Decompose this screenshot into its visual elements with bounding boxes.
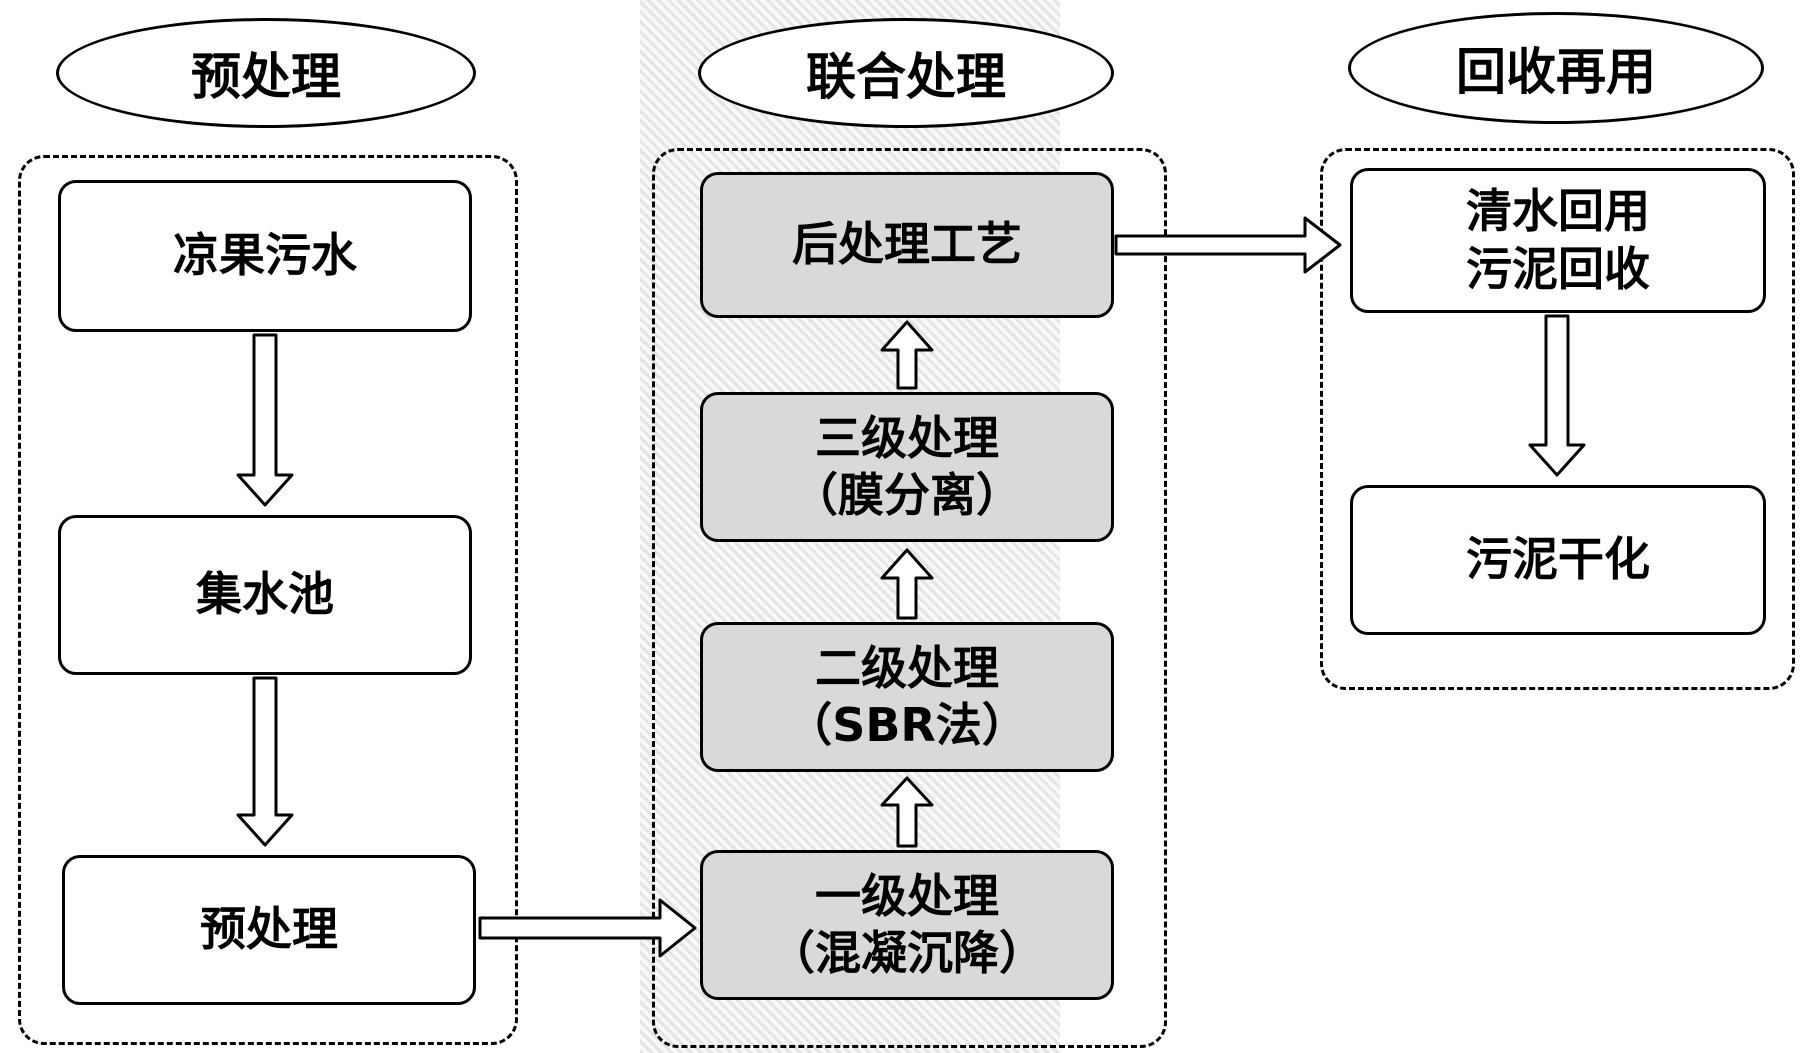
arrow-up-primary-to-secondary [880,776,934,848]
arrow-down-wastewater-to-tank [236,333,294,507]
box-sludge-drying-label: 污泥干化 [1466,532,1650,587]
header-pretreatment-label: 预处理 [191,48,341,106]
arrow-right-advanced-to-reuse [1114,216,1342,274]
box-primary-treatment: 一级处理 （混凝沉降） [700,850,1114,1000]
box-wastewater-label: 凉果污水 [173,228,357,283]
box-collection-tank-label: 集水池 [196,567,334,622]
box-reuse-line2: 污泥回收 [1466,241,1650,296]
arrow-down-reuse-to-drying [1528,314,1586,477]
box-advanced-treatment: 后处理工艺 [700,172,1114,318]
header-reuse: 回收再用 [1348,12,1764,124]
box-wastewater: 凉果污水 [58,180,472,332]
box-secondary-line1: 二级处理 [815,640,999,695]
header-joint-treatment-label: 联合处理 [806,48,1006,106]
box-reuse: 清水回用 污泥回收 [1350,168,1766,313]
arrow-up-tertiary-to-advanced [880,320,934,390]
arrow-right-pretreatment-to-primary [478,898,697,958]
header-joint-treatment: 联合处理 [698,18,1114,128]
group-pretreatment [18,155,518,1045]
box-collection-tank: 集水池 [58,515,472,675]
box-sludge-drying: 污泥干化 [1350,485,1766,635]
group-joint-treatment [652,148,1167,1048]
box-pretreatment-label: 预处理 [200,902,338,957]
box-pretreatment: 预处理 [62,855,476,1005]
box-reuse-line1: 清水回用 [1466,184,1650,238]
box-advanced-treatment-label: 后处理工艺 [792,217,1022,272]
box-secondary-treatment: 二级处理 （SBR法） [700,622,1114,772]
arrow-up-secondary-to-tertiary [880,548,934,620]
header-reuse-label: 回收再用 [1456,43,1656,101]
group-reuse [1320,148,1795,690]
box-tertiary-line2: （膜分离） [792,468,1022,522]
box-secondary-line2: （SBR法） [786,698,1028,752]
box-primary-line1: 一级处理 [815,868,999,923]
header-pretreatment: 预处理 [56,18,476,128]
box-primary-line2: （混凝沉降） [769,926,1045,980]
box-tertiary-line1: 三级处理 [815,410,999,465]
box-tertiary-treatment: 三级处理 （膜分离） [700,392,1114,542]
arrow-down-tank-to-pretreatment [236,676,294,847]
